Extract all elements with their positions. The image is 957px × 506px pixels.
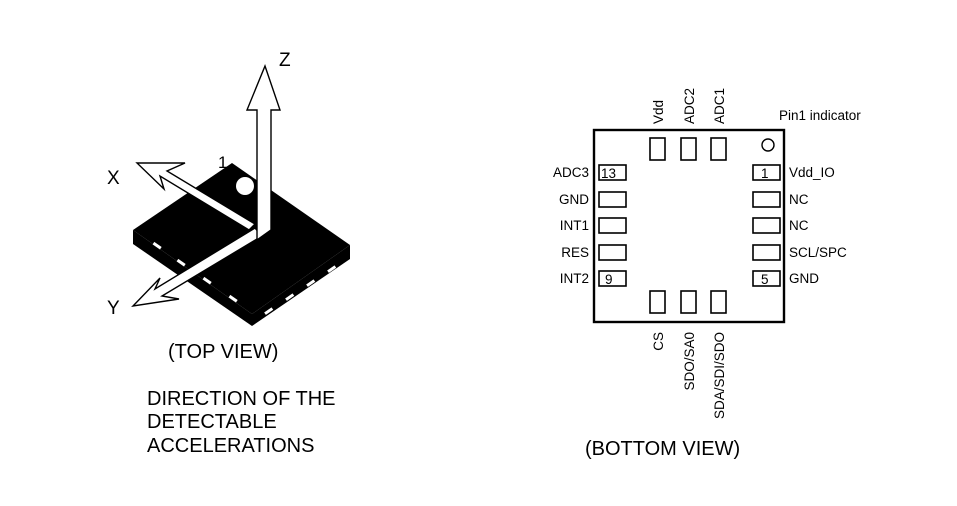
pin-label-nc-1: NC <box>789 192 809 207</box>
pin-label-adc1: ADC1 <box>712 88 727 124</box>
pad-right-vdd-io <box>752 164 781 181</box>
pad-left-int2 <box>598 270 627 287</box>
pin-label-vdd: Vdd <box>651 100 666 124</box>
pin-label-adc3: ADC3 <box>553 165 589 180</box>
pad-top-adc1 <box>710 137 727 161</box>
pin-label-adc2: ADC2 <box>682 88 697 124</box>
pin-label-gnd-right: GND <box>789 271 819 286</box>
pin-label-int1: INT1 <box>560 218 589 233</box>
bottom-view-diagram: Pin1 indicator 13 9 1 5 ADC3 GND INT1 RE… <box>553 88 861 460</box>
pin-label-sda-sdi-sdo: SDA/SDI/SDO <box>712 332 727 419</box>
pin1-indicator-label: Pin1 indicator <box>779 108 861 123</box>
pin-label-res: RES <box>561 245 589 260</box>
pin-label-sdo-sa0: SDO/SA0 <box>682 332 697 391</box>
pad-top-vdd <box>649 137 666 161</box>
package-right-side <box>252 245 350 326</box>
pin-label-cs: CS <box>651 332 666 351</box>
z-axis-arrow <box>245 64 281 242</box>
pad-right-gnd <box>752 270 781 287</box>
pin-label-int2: INT2 <box>560 271 589 286</box>
description-line-3: ACCELERATIONS <box>147 435 314 457</box>
pad-left-res <box>598 244 627 261</box>
pad-number-9: 9 <box>605 272 613 287</box>
axis-label-x: X <box>107 168 120 189</box>
top-view-caption: (TOP VIEW) <box>168 341 278 363</box>
pad-left-gnd <box>598 191 627 208</box>
top-view-diagram: Z X Y 1 (TOP VIEW) DIRECTION OF THE DETE… <box>107 50 350 457</box>
pad-bottom-cs <box>649 290 666 314</box>
pad-right-nc-2 <box>752 217 781 234</box>
pad-bottom-sda-sdi-sdo <box>710 290 727 314</box>
pin-label-vdd-io: Vdd_IO <box>789 165 835 180</box>
pin-label-scl-spc: SCL/SPC <box>789 245 847 260</box>
pin1-dot <box>236 177 254 195</box>
pad-right-nc-1 <box>752 191 781 208</box>
pad-top-adc2 <box>680 137 697 161</box>
pad-bottom-sdo-sa0 <box>680 290 697 314</box>
description-line-2: DETECTABLE <box>147 411 277 433</box>
package-side-contacts <box>152 241 337 315</box>
pin-label-nc-2: NC <box>789 218 809 233</box>
pad-left-int1 <box>598 217 627 234</box>
x-axis-arrow <box>135 162 257 231</box>
y-axis-arrow <box>131 227 264 308</box>
pin1-indicator-circle <box>761 138 775 152</box>
pin-label-gnd-left: GND <box>559 192 589 207</box>
description-line-1: DIRECTION OF THE <box>147 388 336 410</box>
axis-label-y: Y <box>107 298 120 319</box>
axis-label-z: Z <box>279 50 291 71</box>
pad-left-adc3 <box>598 164 627 181</box>
pad-number-13: 13 <box>601 166 616 181</box>
bottom-view-caption: (BOTTOM VIEW) <box>585 438 740 460</box>
pad-number-5: 5 <box>761 272 769 287</box>
pin1-number-label: 1 <box>218 153 227 172</box>
pad-right-scl-spc <box>752 244 781 261</box>
pad-number-1: 1 <box>761 166 769 181</box>
